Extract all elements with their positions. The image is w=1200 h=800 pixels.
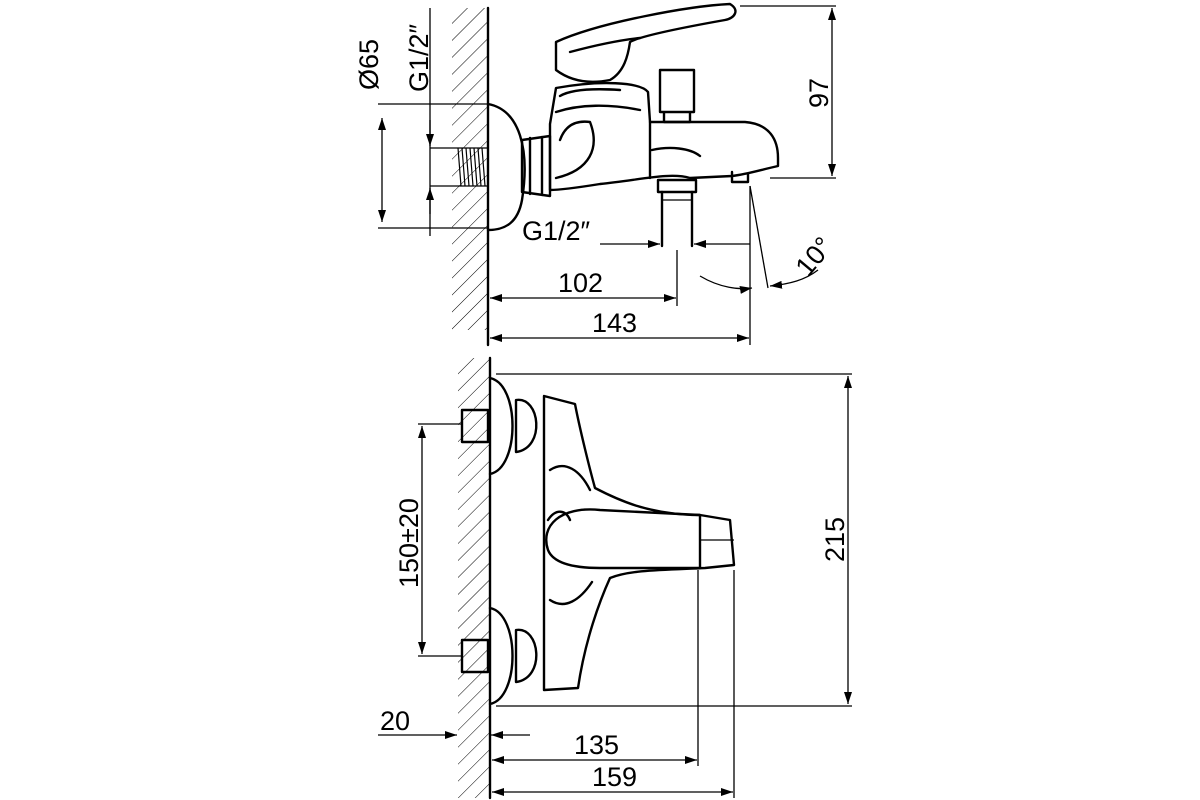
nut-bottom-inlet: [514, 628, 538, 684]
mixer-body-top: [548, 81, 780, 192]
label-height-97: 97: [804, 78, 834, 108]
escutcheon-bottom-inlet: [488, 606, 514, 706]
angle-arc-left: [699, 275, 753, 294]
label-wall-thread: G1/2″: [404, 23, 434, 92]
body-contours-front: [546, 464, 594, 606]
escutcheon-top-inlet: [488, 376, 514, 476]
label-reach-143: 143: [592, 308, 637, 338]
label-handle-reach: 135: [574, 730, 619, 760]
escutcheon-top: [486, 102, 526, 232]
handle-front: [545, 508, 702, 570]
front-view: 150±20 215 20 135 159: [378, 356, 852, 800]
label-offset: 20: [380, 706, 410, 736]
ext-line-spout-angled: [749, 185, 769, 289]
shower-outlet-pipe: [660, 190, 694, 248]
wall-pipe-thread: [430, 147, 488, 187]
body-detail: [648, 120, 702, 180]
mixer-body-front: [542, 394, 736, 692]
label-outlet-thread: G1/2″: [522, 216, 591, 246]
aerator-tip: [730, 170, 750, 184]
diverter-knob: [658, 68, 696, 124]
label-angle: 10°: [790, 231, 839, 282]
label-height-215: 215: [820, 517, 850, 562]
inlet-thread-top: [460, 408, 490, 444]
wall-hatch-top: [452, 8, 488, 330]
hex-nut-top: [520, 134, 552, 198]
body-contours: [554, 88, 642, 180]
label-reach-102: 102: [558, 268, 603, 298]
label-centers: 150±20: [394, 498, 424, 588]
side-view: Ø65 G1/2″ 97 G1/2″ 10° 102 143: [354, 2, 839, 347]
angle-arc-right: [769, 269, 819, 289]
shower-outlet-nut: [656, 178, 698, 194]
label-total-reach: 159: [592, 762, 637, 792]
lever-handle-top: [554, 2, 737, 84]
wall-hatch-bottom: [458, 358, 490, 798]
label-diameter: Ø65: [354, 39, 384, 90]
nut-top-inlet: [514, 398, 538, 454]
lever-highlight: [568, 36, 642, 54]
